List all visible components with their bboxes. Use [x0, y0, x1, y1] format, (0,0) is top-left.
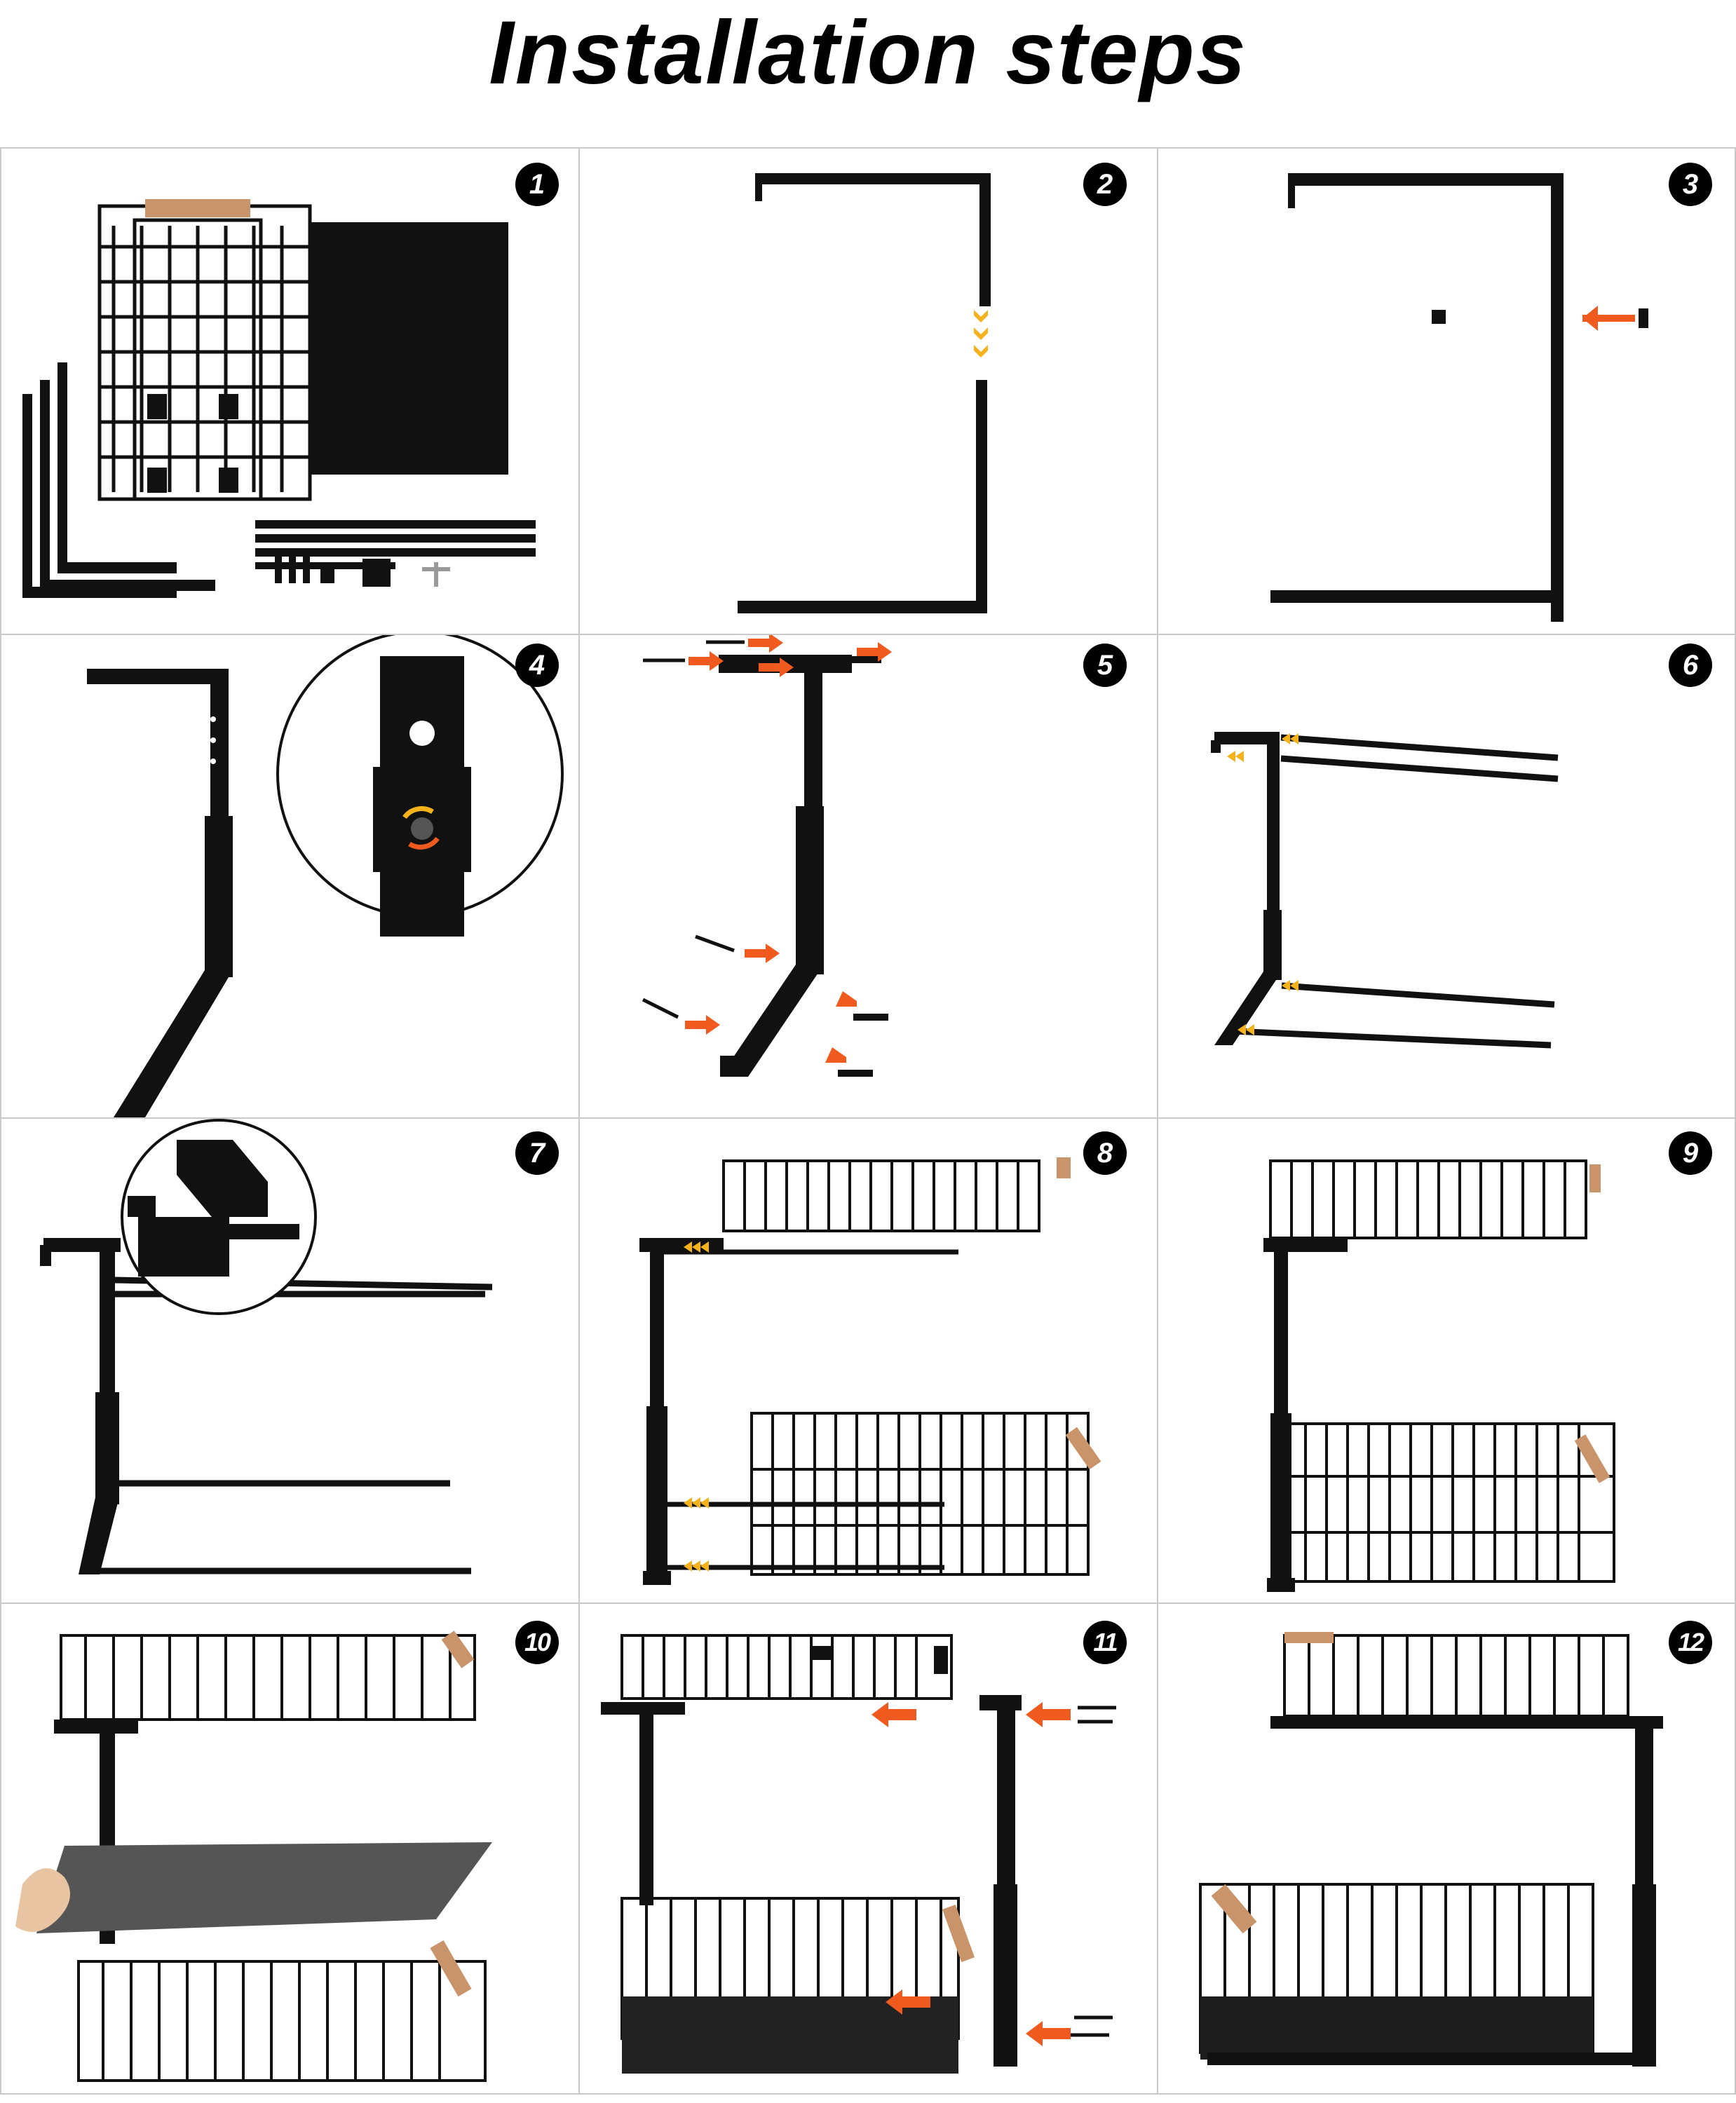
step-number-badge: 7 [515, 1131, 559, 1175]
frame-screw-illustration [1270, 173, 1648, 622]
baskets-insert-illustration [639, 1157, 1101, 1585]
steps-grid: 1 2 3 [0, 147, 1736, 2095]
crossbars-illustration [1211, 732, 1559, 1049]
parts-kit-illustration [22, 199, 536, 598]
step-number-badge: 1 [515, 163, 559, 206]
baskets-installed-illustration [1263, 1159, 1615, 1592]
step-2-panel: 2 [580, 149, 1157, 634]
page-title: Installation steps [489, 2, 1247, 103]
step-11-panel: 11 [580, 1604, 1157, 2093]
step-number-badge: 12 [1669, 1621, 1712, 1664]
grid-divider [0, 1117, 1736, 1119]
frame-join-illustration [738, 173, 991, 613]
step-3-panel: 3 [1158, 149, 1735, 634]
feet-bolts-illustration [642, 635, 892, 1077]
step-number-badge: 9 [1669, 1131, 1712, 1175]
grid-divider [0, 634, 1736, 635]
step-1-panel: 1 [1, 149, 578, 634]
step-7-panel: 7 [1, 1119, 578, 1602]
grid-divider [1157, 147, 1158, 2095]
grid-divider [0, 147, 1736, 149]
second-frame-illustration [601, 1634, 1116, 2074]
grid-divider [1735, 147, 1736, 2095]
step-8-panel: 8 [580, 1119, 1157, 1602]
grid-divider [578, 147, 580, 2095]
step-number-badge: 2 [1083, 163, 1127, 206]
step-number-badge: 11 [1083, 1621, 1127, 1664]
step-4-panel: 4 [1, 635, 578, 1117]
step-number-badge: 6 [1669, 644, 1712, 687]
step-number-badge: 8 [1083, 1131, 1127, 1175]
crossbar-attach-illustration [40, 1119, 493, 1574]
step-number-badge: 5 [1083, 644, 1127, 687]
step-10-panel: 10 [1, 1604, 578, 2093]
step-12-panel: 12 [1158, 1604, 1735, 2093]
step-9-panel: 9 [1158, 1119, 1735, 1602]
grid-divider [0, 147, 1, 2095]
step-number-badge: 4 [515, 644, 559, 687]
height-adjust-illustration [87, 635, 564, 1117]
grid-divider [0, 2093, 1736, 2095]
step-6-panel: 6 [1158, 635, 1735, 1117]
liner-insert-illustration [15, 1631, 492, 2082]
step-number-badge: 10 [515, 1621, 559, 1664]
grid-divider [0, 1602, 1736, 1604]
step-number-badge: 3 [1669, 163, 1712, 206]
step-5-panel: 5 [580, 635, 1157, 1117]
completed-rack-illustration [1199, 1632, 1663, 2067]
